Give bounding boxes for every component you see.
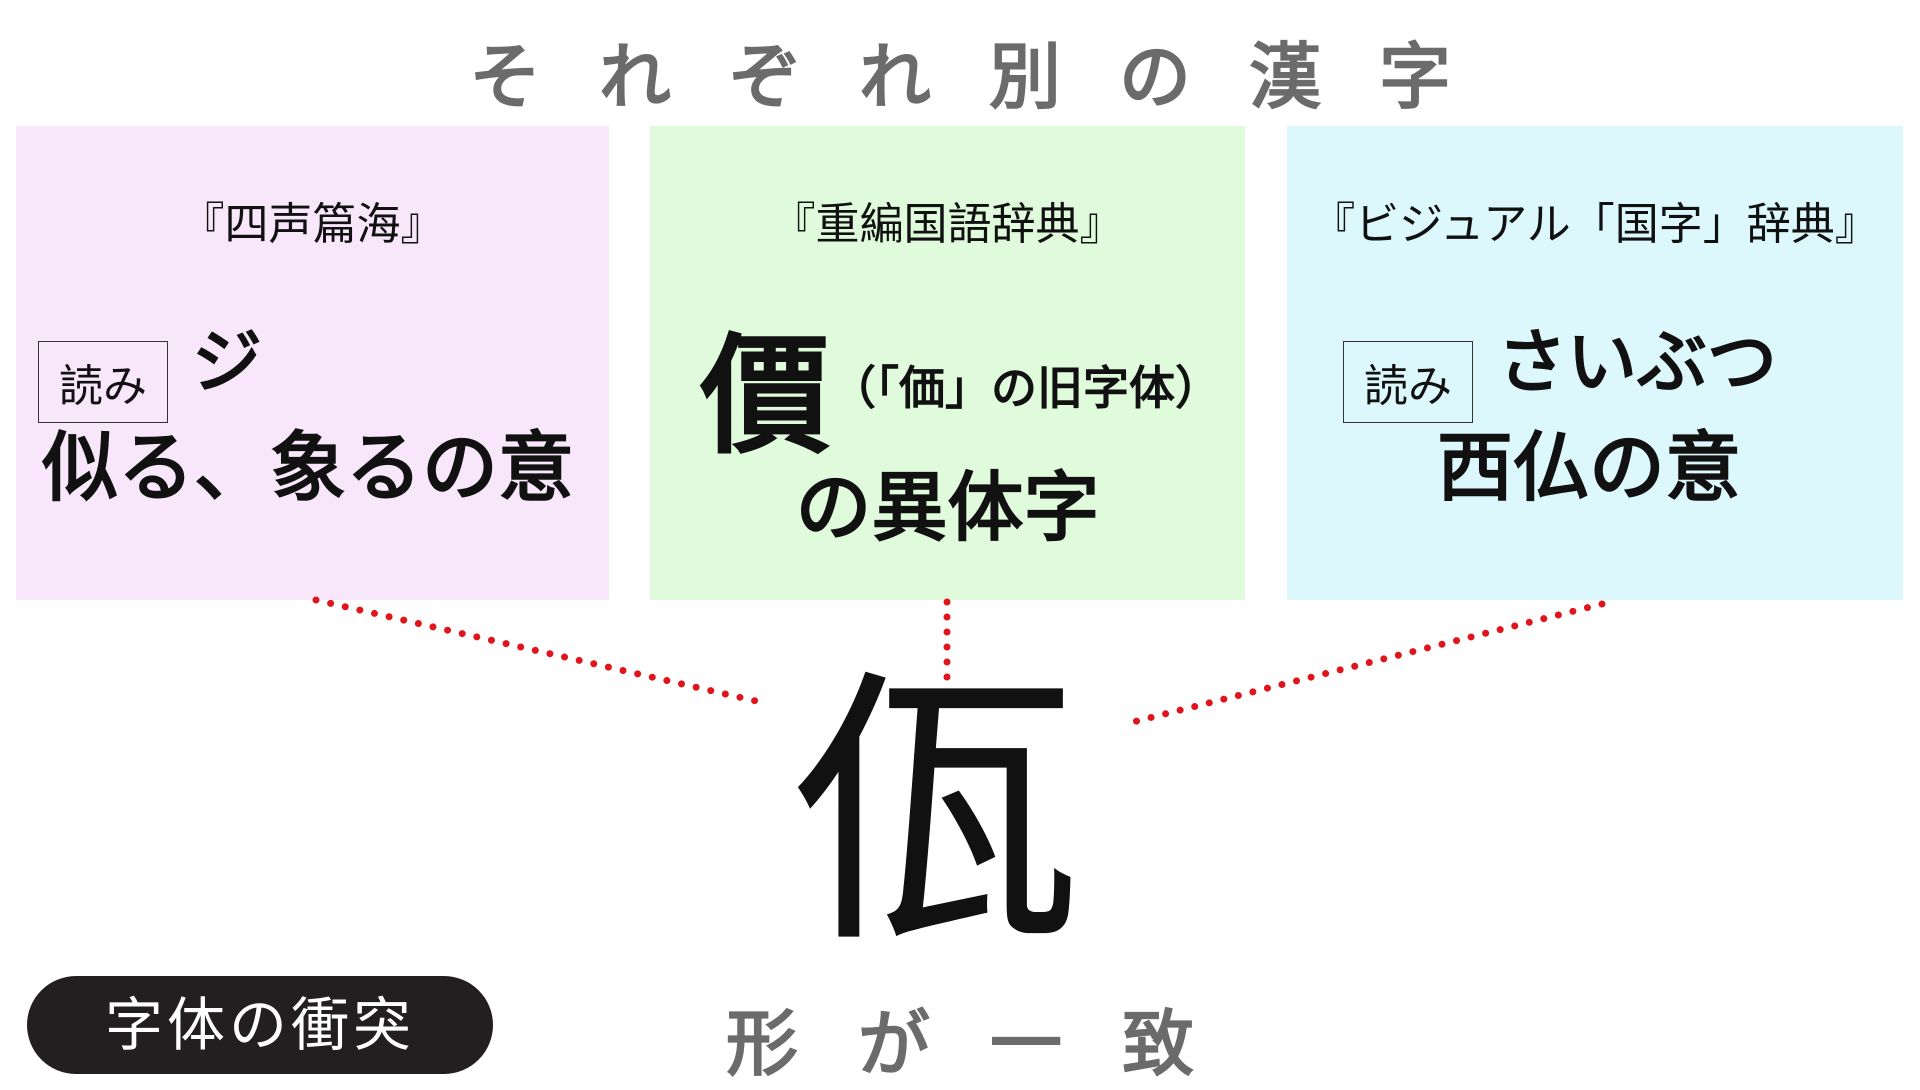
meaning: 似る、象るの意	[42, 423, 574, 512]
header-title: それぞれ別の漢字	[468, 34, 1509, 119]
source-title: 『ビジュアル「国字」辞典』	[1311, 199, 1879, 250]
meaning: の異体字	[795, 463, 1100, 552]
yomi-label: 読み	[1343, 340, 1473, 423]
box-juhen-kokugo-jiten: 『重編国語辞典』 價（「価」の旧字体） の異体字	[650, 126, 1245, 600]
box-visual-kokuji-jiten: 『ビジュアル「国字」辞典』 読みさいぶつ 西仏の意	[1287, 126, 1903, 600]
meaning: 西仏の意	[1437, 423, 1741, 512]
box-shiseihenkai: 『四声篇海』 読みジ 似る、象るの意	[16, 126, 609, 600]
variant-line: 價（「価」の旧字体）	[700, 291, 1245, 479]
source-title: 『重編国語辞典』	[771, 199, 1124, 250]
topic-badge: 字体の衝突	[27, 976, 493, 1074]
match-label: 形が一致	[725, 1001, 1254, 1086]
reading-line: 読みさいぶつ	[1343, 306, 1903, 423]
connector-right	[1129, 600, 1606, 726]
source-title: 『四声篇海』	[180, 199, 445, 250]
variant-char: 價	[700, 319, 831, 472]
reading-line: 読みジ	[38, 306, 609, 423]
connector-left	[312, 596, 773, 708]
reading: さいぶつ	[1497, 320, 1777, 403]
main-character: 佤	[790, 646, 1080, 983]
variant-note: （「価」の旧字体）	[830, 361, 1222, 415]
reading: ジ	[192, 320, 262, 403]
yomi-label: 読み	[38, 340, 168, 423]
